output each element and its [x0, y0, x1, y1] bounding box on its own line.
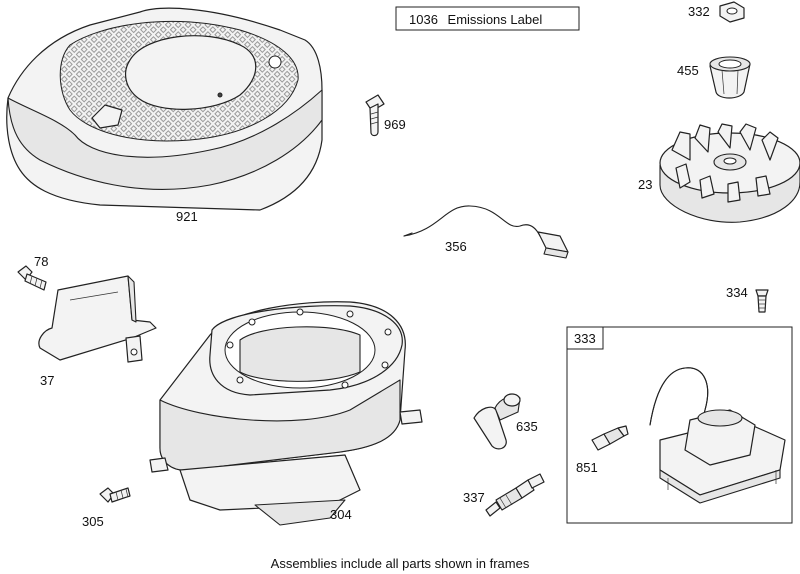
part-label-334: 334 [726, 285, 748, 300]
part-label-921: 921 [176, 209, 198, 224]
part-332-nut-illustration [719, 1, 745, 23]
part-label-635: 635 [516, 419, 538, 434]
part-label-304: 304 [330, 507, 352, 522]
frame-label-333: 333 [574, 331, 596, 346]
part-635-boot-illustration [473, 393, 521, 450]
frame-note: Assemblies include all parts shown in fr… [271, 556, 530, 571]
part-23-flywheel-illustration [659, 123, 800, 223]
part-label-851: 851 [576, 460, 598, 475]
emissions-label-text: Emissions Label [448, 12, 543, 27]
part-label-305: 305 [82, 514, 104, 529]
part-label-37: 37 [40, 373, 54, 388]
emissions-label-number: 1036 [409, 12, 438, 27]
part-label-969: 969 [384, 117, 406, 132]
svg-text:1036 Emissions Label: 1036 Emissions Label [409, 12, 542, 27]
part-label-337: 337 [463, 490, 485, 505]
part-921-cover-illustration [6, 7, 323, 211]
part-851-terminal-illustration [591, 425, 629, 451]
assembly-frame-333 [566, 326, 793, 524]
part-label-455: 455 [677, 63, 699, 78]
part-label-356: 356 [445, 239, 467, 254]
part-label-23: 23 [638, 177, 652, 192]
part-label-78: 78 [34, 254, 48, 269]
ignition-armature-illustration [649, 367, 786, 504]
part-455-cup-illustration [709, 56, 751, 99]
part-334-bolt-illustration [755, 289, 769, 313]
part-37-shield-illustration [38, 275, 157, 363]
part-305-bolt-illustration [99, 487, 131, 503]
part-78-bolt-illustration [17, 265, 47, 291]
emissions-label-box: 1036 Emissions Label [395, 6, 580, 31]
part-337-sparkplug-illustration [485, 473, 545, 517]
part-304-housing-illustration [149, 301, 423, 526]
part-356-wire-illustration [403, 205, 569, 259]
part-label-332: 332 [688, 4, 710, 19]
part-969-bolt-illustration [365, 94, 385, 137]
